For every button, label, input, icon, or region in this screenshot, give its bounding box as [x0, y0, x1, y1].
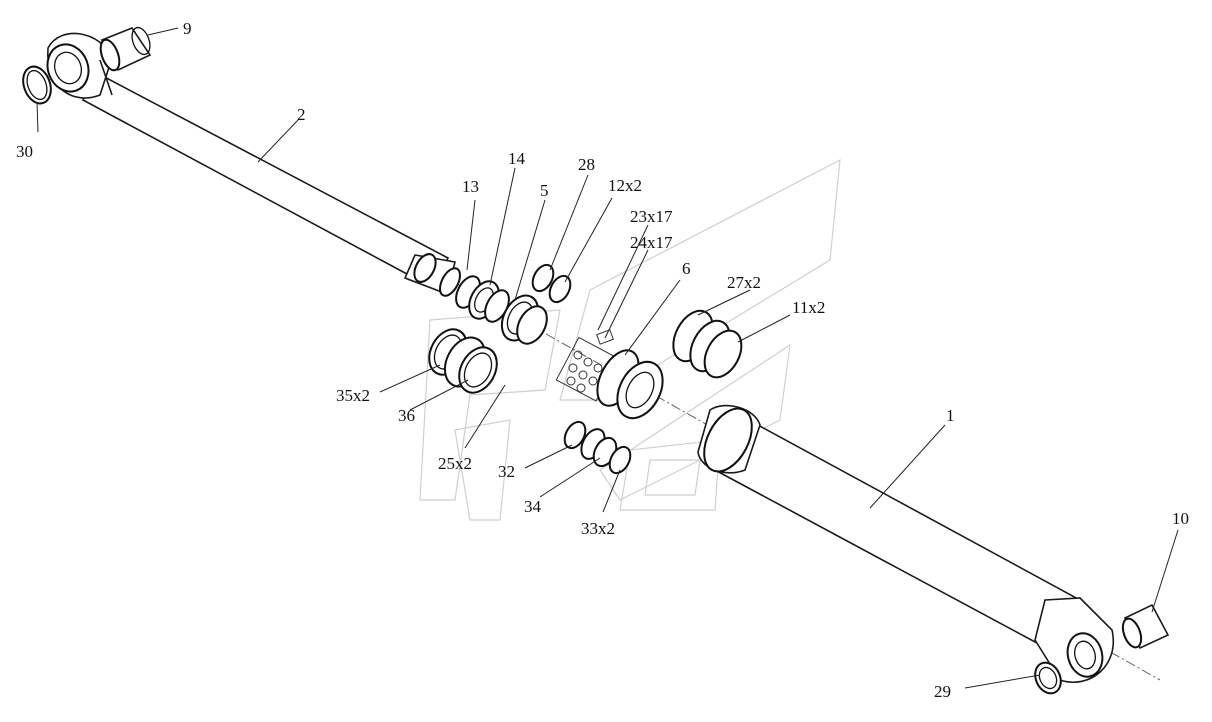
watermark: [419, 158, 841, 521]
label-part-5: 5: [540, 181, 549, 200]
bushing-bottom: [1121, 603, 1170, 650]
snap-ring-bottom: [1034, 661, 1062, 695]
label-part-6: 6: [682, 259, 691, 278]
label-part-12: 12x2: [608, 176, 642, 195]
o-rings-upper: [531, 263, 572, 304]
label-part-23: 23x17: [630, 207, 673, 226]
rod-seals: [439, 267, 510, 323]
snap-ring-left: [22, 65, 52, 105]
label-part-13: 13: [462, 177, 479, 196]
lower-rings: [563, 420, 632, 475]
label-part-11: 11x2: [792, 298, 825, 317]
label-part-14: 14: [508, 149, 526, 168]
part-labels: 9 30 2 13 14 5 28 12x2 23x17 24x17 6 27x…: [16, 19, 1189, 701]
label-part-10: 10: [1172, 509, 1189, 528]
label-part-9: 9: [183, 19, 192, 38]
label-part-1: 1: [946, 406, 955, 425]
cylinder-barrel: [697, 404, 1115, 683]
label-part-25: 25x2: [438, 454, 472, 473]
lower-seals-left: [428, 328, 498, 394]
piston: [596, 349, 664, 420]
label-part-24: 24x17: [630, 233, 673, 252]
gland: [500, 294, 548, 345]
piston-seals: [672, 309, 743, 379]
label-part-2: 2: [297, 105, 306, 124]
bushing-top: [99, 26, 152, 72]
label-part-28: 28: [578, 155, 595, 174]
label-part-30: 30: [16, 142, 33, 161]
label-part-33: 33x2: [581, 519, 615, 538]
label-part-34: 34: [524, 497, 542, 516]
label-part-29: 29: [934, 682, 951, 701]
label-part-36: 36: [398, 406, 415, 425]
label-part-32: 32: [498, 462, 515, 481]
leader-lines: [36, 27, 1179, 689]
label-part-27: 27x2: [727, 273, 761, 292]
label-part-35: 35x2: [336, 386, 370, 405]
